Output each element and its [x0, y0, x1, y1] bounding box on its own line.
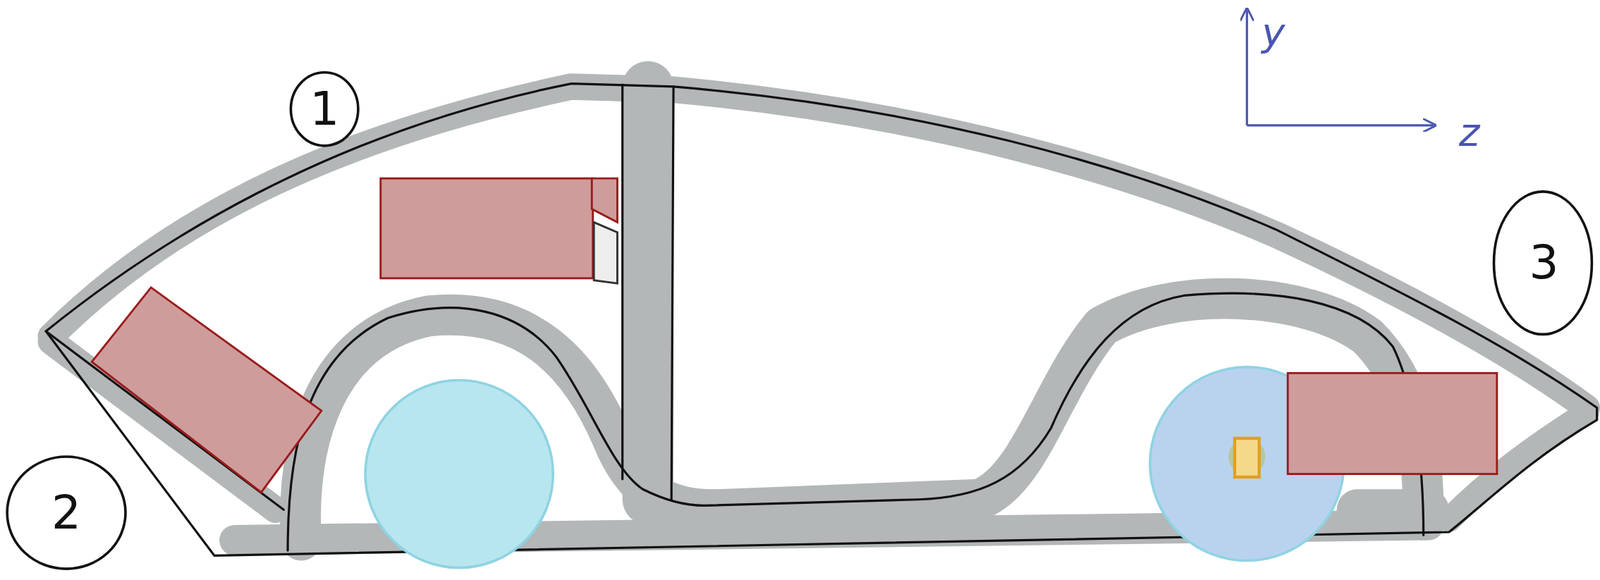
- callout-number: 2: [51, 490, 82, 537]
- component-box: [91, 178, 1498, 493]
- callout-number: 3: [1528, 239, 1559, 287]
- structure-band: [50, 86, 1587, 541]
- bracket-part: [593, 222, 618, 284]
- callout-number: 1: [309, 86, 340, 133]
- axis-label: z: [1458, 112, 1480, 153]
- car-outline: [45, 83, 1598, 557]
- callout-circle: [7, 72, 1592, 570]
- front-wheel: [365, 380, 553, 569]
- axis-label: y: [1261, 12, 1285, 53]
- axle-block: [1234, 438, 1260, 478]
- axis-arrows: [1246, 9, 1434, 125]
